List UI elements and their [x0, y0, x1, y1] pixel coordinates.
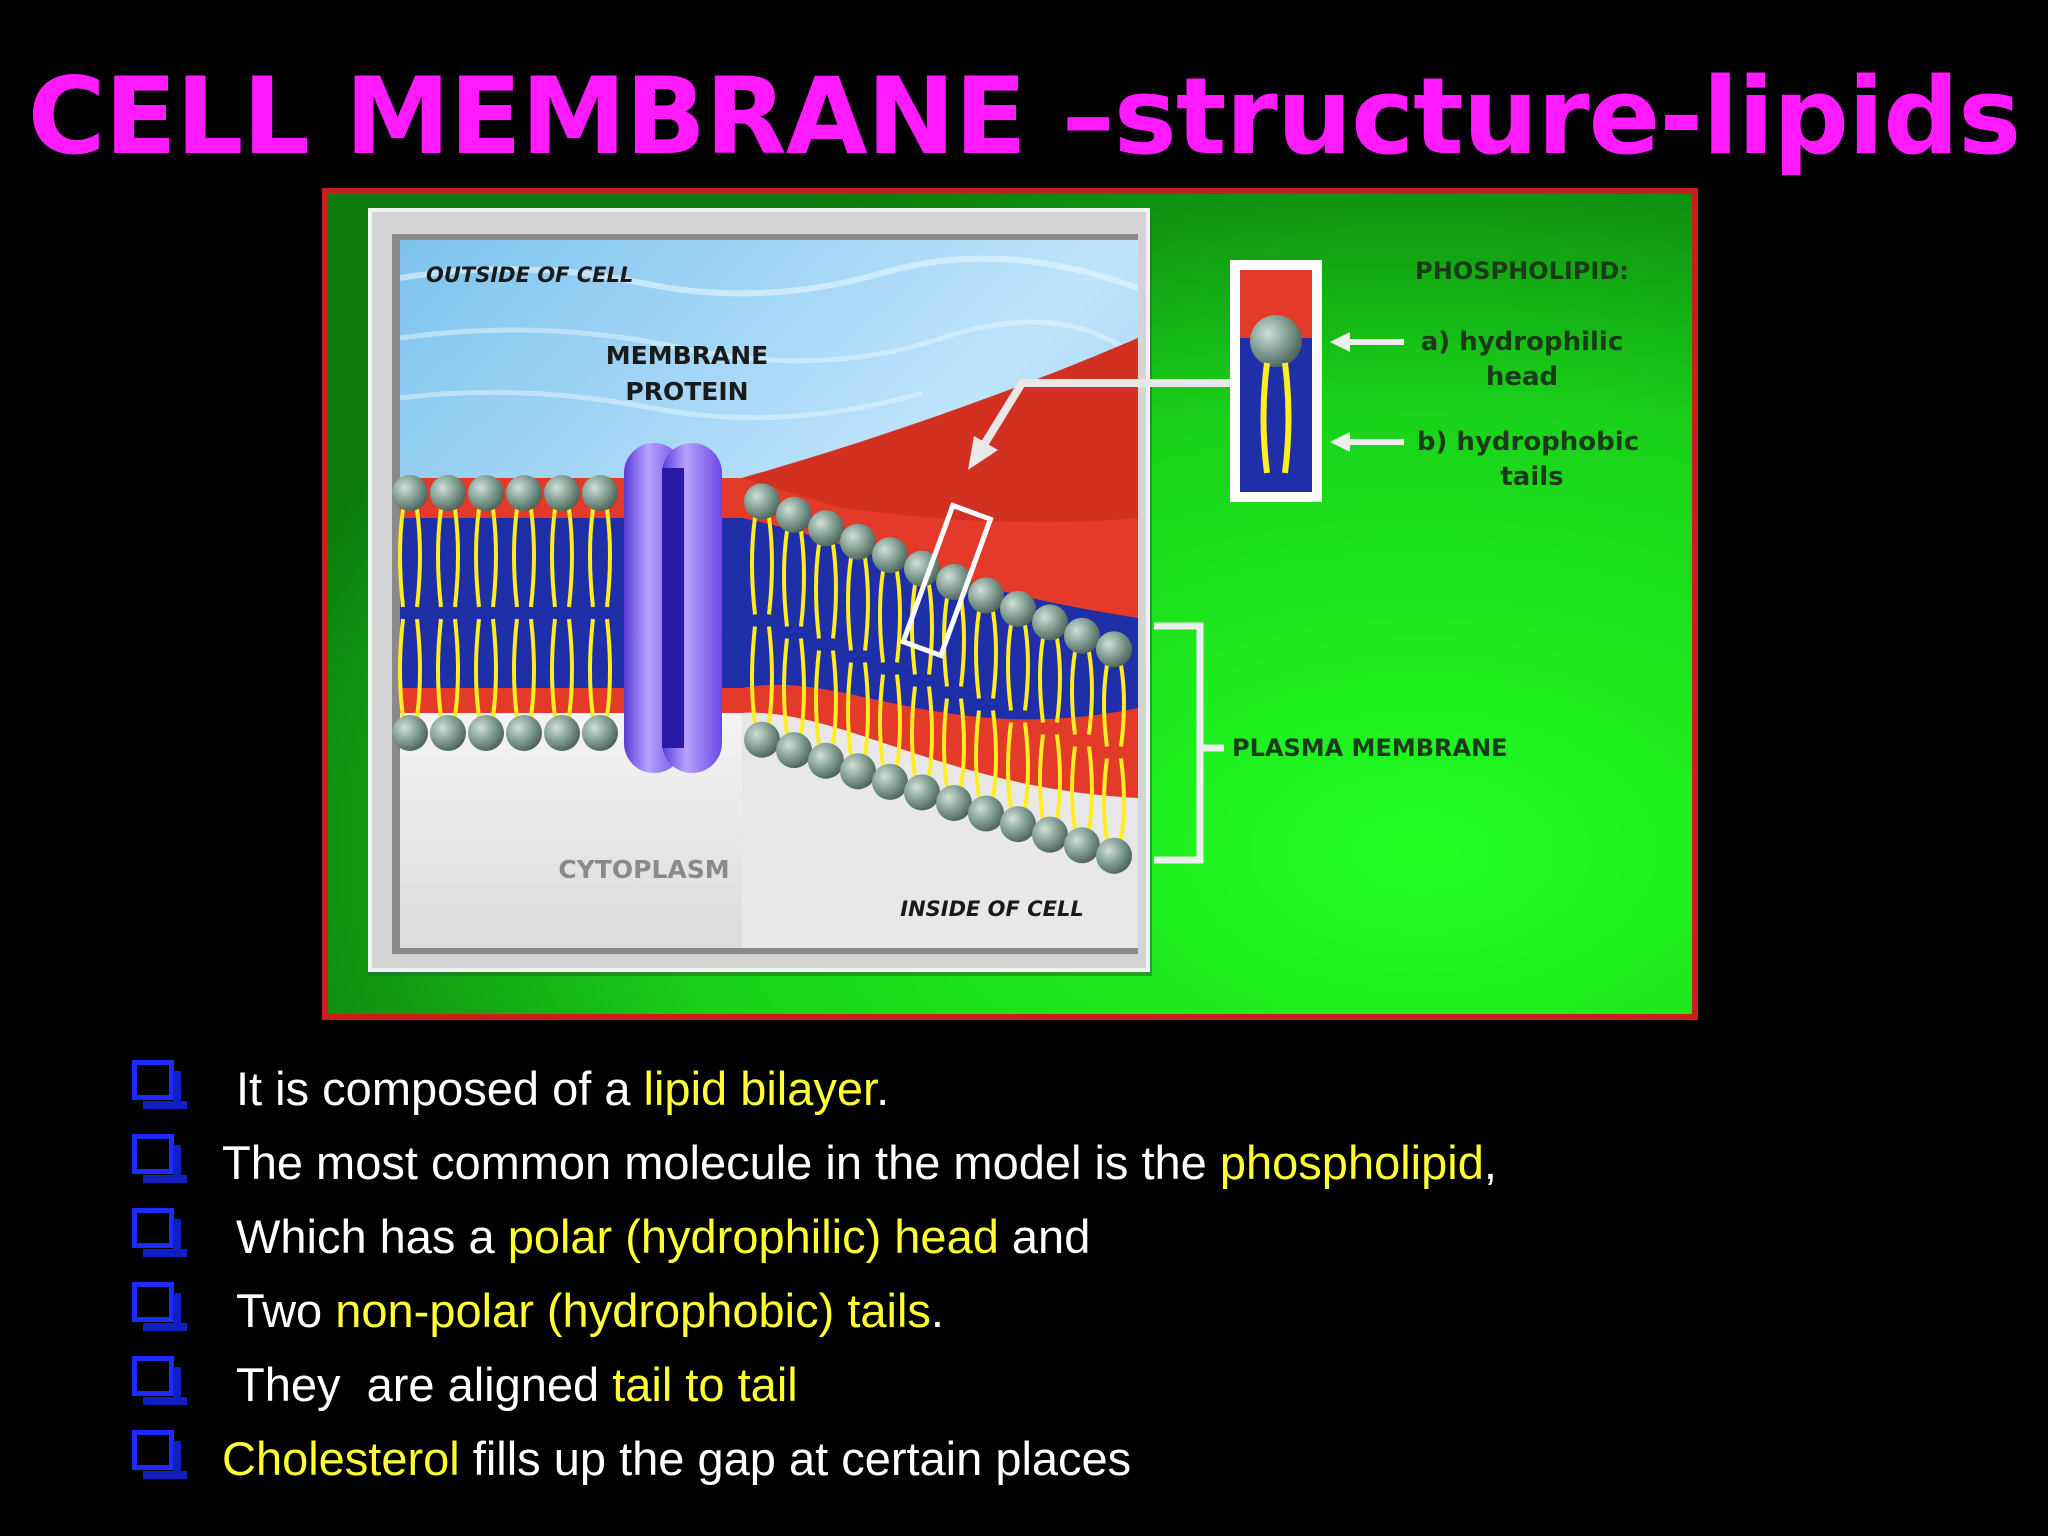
- cell-membrane-diagram: OUTSIDE OF CELL MEMBRANE PROTEIN PHOSPHO…: [322, 188, 1698, 1020]
- cytoplasm-label: CYTOPLASM: [558, 855, 729, 884]
- bullet-item: It is composed of a lipid bilayer.: [128, 1052, 2008, 1126]
- phospholipid-bilayer: [392, 475, 1132, 874]
- selected-phospholipid-box: [900, 502, 994, 659]
- plasma-membrane-bracket: [1154, 622, 1224, 864]
- bullet-text: They are aligned tail to tail: [236, 1358, 798, 1411]
- membrane-protein-label-2: PROTEIN: [625, 377, 748, 406]
- bullet-item: The most common molecule in the model is…: [128, 1126, 2008, 1200]
- phospholipid-inset: [1230, 260, 1322, 502]
- slide-title: CELL MEMBRANE –structure-lipids: [27, 55, 2022, 178]
- bullet-text: Which has a polar (hydrophilic) head and: [236, 1210, 1091, 1263]
- hydrophilic-head-label-2: head: [1486, 362, 1558, 392]
- checkbox-bullet-icon: [132, 1134, 187, 1183]
- inside-of-cell-label: INSIDE OF CELL: [900, 897, 1083, 921]
- hydrophilic-head-label-1: a) hydrophilic: [1421, 327, 1624, 357]
- hydrophobic-tails-label-2: tails: [1500, 462, 1563, 492]
- bullet-text: Cholesterol fills up the gap at certain …: [222, 1432, 1132, 1485]
- bullet-item: Cholesterol fills up the gap at certain …: [128, 1422, 2008, 1496]
- outside-of-cell-label: OUTSIDE OF CELL: [426, 263, 633, 287]
- membrane-protein-label-1: MEMBRANE: [606, 341, 769, 370]
- membrane-protein: [624, 443, 722, 773]
- bullet-text: It is composed of a lipid bilayer.: [236, 1062, 890, 1115]
- phospholipid-label: PHOSPHOLIPID:: [1415, 257, 1629, 285]
- hydrophobic-tails-label-1: b) hydrophobic: [1417, 427, 1639, 457]
- bullet-item: Two non-polar (hydrophobic) tails.: [128, 1274, 2008, 1348]
- checkbox-bullet-icon: [132, 1356, 187, 1405]
- bullet-item: Which has a polar (hydrophilic) head and: [128, 1200, 2008, 1274]
- checkbox-bullet-icon: [132, 1282, 187, 1331]
- bullet-list: It is composed of a lipid bilayer. The m…: [128, 1052, 2008, 1496]
- checkbox-bullet-icon: [132, 1208, 187, 1257]
- bullet-item: They are aligned tail to tail: [128, 1348, 2008, 1422]
- plasma-membrane-label: PLASMA MEMBRANE: [1232, 734, 1508, 762]
- bullet-text: The most common molecule in the model is…: [222, 1136, 1497, 1189]
- bullet-text: Two non-polar (hydrophobic) tails.: [236, 1284, 944, 1337]
- checkbox-bullet-icon: [132, 1060, 187, 1109]
- checkbox-bullet-icon: [132, 1430, 187, 1479]
